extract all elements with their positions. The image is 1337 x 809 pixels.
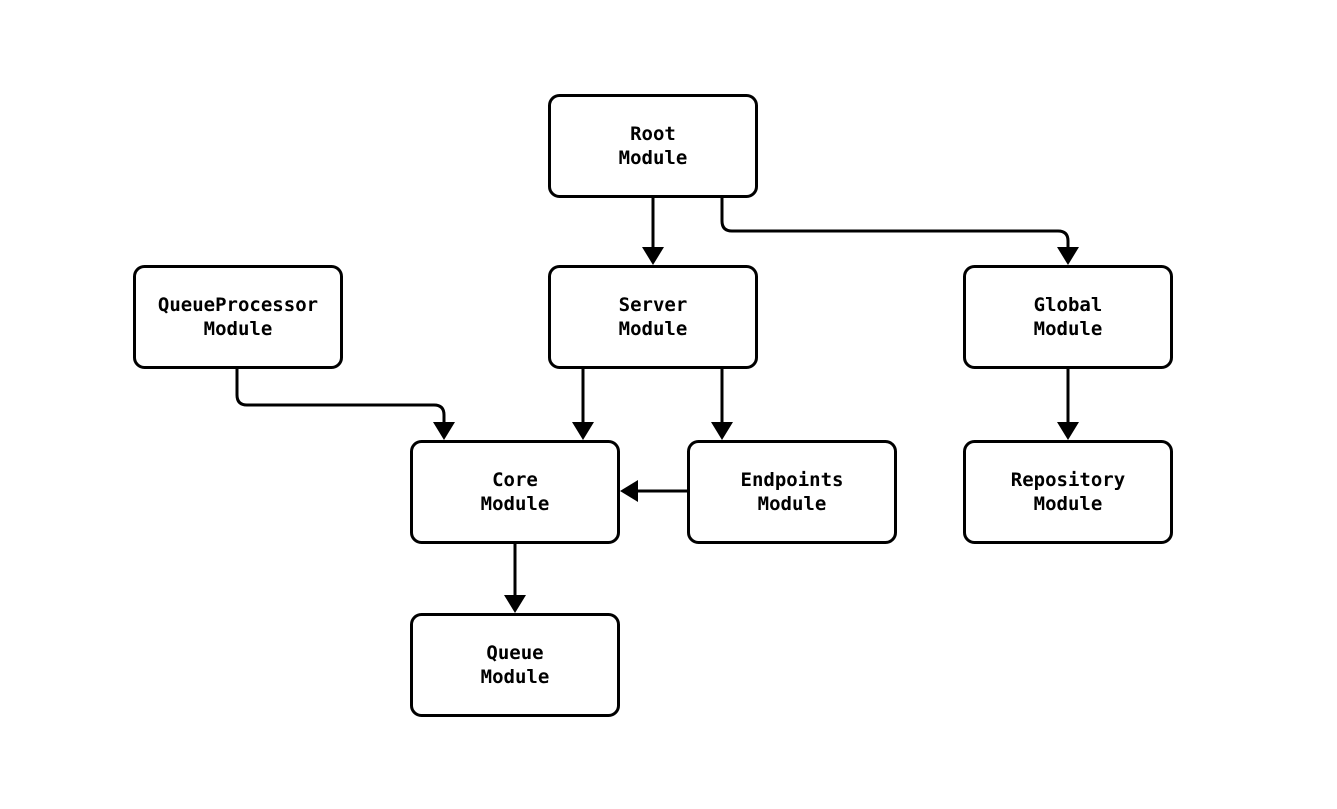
endpoints-module-node-box[interactable] <box>687 440 897 544</box>
edge-root-to-server-arrowhead-icon <box>642 247 664 265</box>
endpoints-module-node-label-line1: Endpoints <box>741 469 844 491</box>
repository-module-node-box[interactable] <box>963 440 1173 544</box>
queue-module-node-label-line1: Queue <box>486 642 543 664</box>
root-module-node-label-line2: Module <box>619 146 688 168</box>
edge-server-to-endpoints-arrowhead-icon <box>711 422 733 440</box>
repository-module-node-label-line2: Module <box>1034 492 1103 514</box>
edge-server-to-core-arrowhead-icon <box>572 422 594 440</box>
server-module-node-label-line1: Server <box>619 294 688 316</box>
root-module-node-label-line1: Root <box>630 123 676 145</box>
edge-core-to-queue <box>504 544 526 613</box>
global-module-node-box[interactable] <box>963 265 1173 369</box>
edge-core-to-queue-arrowhead-icon <box>504 595 526 613</box>
edge-endpoints-to-core <box>620 480 687 502</box>
edge-queueprocessor-to-core-line <box>235 369 446 422</box>
queueprocessor-module-node-label-line2: Module <box>204 317 273 339</box>
core-module-node-box[interactable] <box>410 440 620 544</box>
server-module-node-label-line2: Module <box>619 317 688 339</box>
edge-root-to-global <box>720 198 1079 265</box>
server-module-node-box[interactable] <box>548 265 758 369</box>
global-module-node-label-line2: Module <box>1034 317 1103 339</box>
edge-server-to-endpoints <box>711 369 733 440</box>
edge-server-to-core <box>572 369 594 440</box>
core-module-node-label-line1: Core <box>492 469 538 491</box>
edge-global-to-repository <box>1057 369 1079 440</box>
queueprocessor-module-node-label-line1: QueueProcessor <box>158 294 318 316</box>
queue-module-node-box[interactable] <box>410 613 620 717</box>
root-module-node-box[interactable] <box>548 94 758 198</box>
edges-layer <box>235 198 1079 613</box>
core-module-node-label-line2: Module <box>481 492 550 514</box>
edge-root-to-global-line <box>720 198 1070 247</box>
global-module-node-label-line1: Global <box>1034 294 1103 316</box>
edge-queueprocessor-to-core-arrowhead-icon <box>433 422 455 440</box>
edge-root-to-global-arrowhead-icon <box>1057 247 1079 265</box>
queueprocessor-module-node-box[interactable] <box>133 265 343 369</box>
repository-module-node-label-line1: Repository <box>1011 469 1125 491</box>
endpoints-module-node-label-line2: Module <box>758 492 827 514</box>
edge-global-to-repository-arrowhead-icon <box>1057 422 1079 440</box>
edge-root-to-server <box>642 198 664 265</box>
queue-module-node-label-line2: Module <box>481 665 550 687</box>
edge-queueprocessor-to-core <box>235 369 455 440</box>
edge-endpoints-to-core-arrowhead-icon <box>620 480 638 502</box>
